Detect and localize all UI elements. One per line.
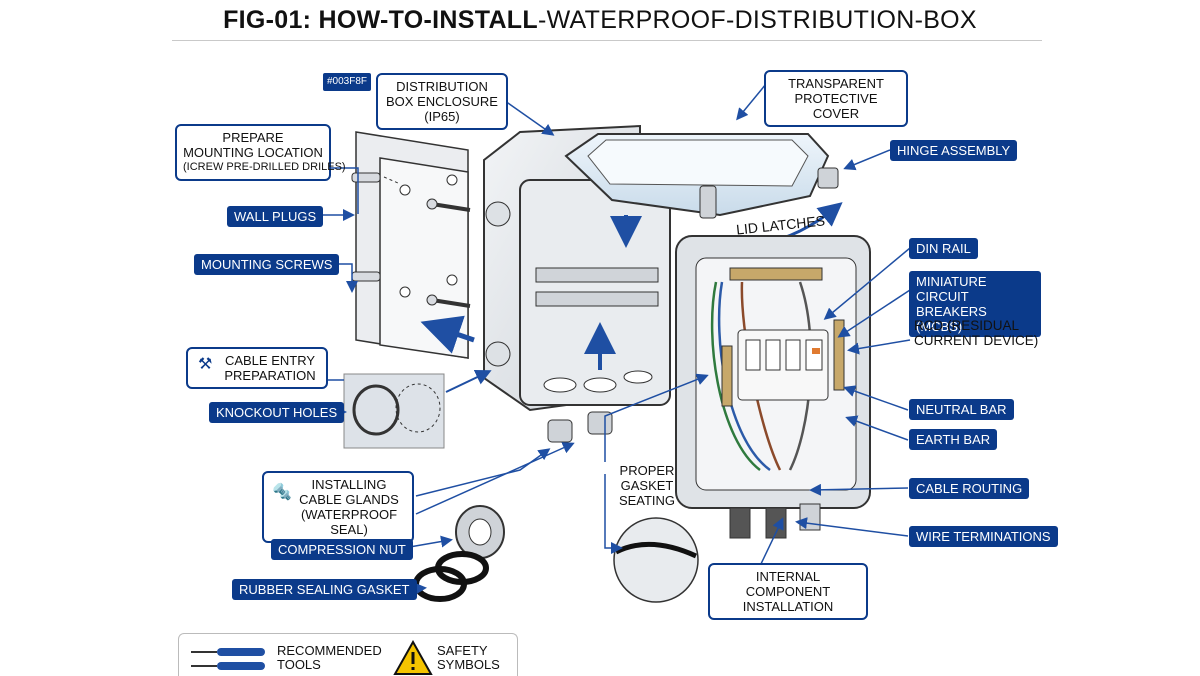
legend: RECOMMENDED TOOLS SAFETY SYMBOLS bbox=[178, 633, 518, 676]
callout-neutral-bar: NEUTRAL BAR bbox=[909, 399, 1014, 420]
callout-cover: TRANSPARENT PROTECTIVE COVER bbox=[764, 70, 908, 127]
callout-gasket-seating: PROPER GASKET SEATING bbox=[618, 463, 676, 508]
callout-mcb: MINIATURE CIRCUIT BREAKERS (MCBs) bbox=[909, 271, 1041, 337]
prepare-line1: PREPARE bbox=[222, 130, 284, 145]
title-regular: -WATERPROOF-DISTRIBUTION-BOX bbox=[537, 6, 977, 34]
callout-cable-routing: CABLE ROUTING bbox=[909, 478, 1030, 499]
legend-tools: RECOMMENDED TOOLS bbox=[277, 643, 382, 672]
screwdriver-icon: ⚒ bbox=[198, 356, 213, 373]
wall-plate bbox=[355, 131, 469, 359]
callout-compression-nut: COMPRESSION NUT bbox=[271, 539, 413, 560]
callout-rubber-gasket: RUBBER SEALING GASKET bbox=[232, 579, 417, 600]
callout-din-rail: DIN RAIL bbox=[909, 238, 978, 259]
transparent-lid bbox=[564, 133, 843, 247]
enclosure-body bbox=[483, 124, 671, 412]
glands-text: INSTALLING CABLE GLANDS (WATERPROOF SEAL… bbox=[299, 477, 399, 537]
cable-entry-text: CABLE ENTRY PREPARATION bbox=[224, 353, 316, 383]
callout-wall-plugs: WALL PLUGS bbox=[227, 206, 324, 227]
legend-safety: SAFETY SYMBOLS bbox=[437, 643, 500, 672]
callout-prepare-mounting: PREPARE MOUNTING LOCATION (ICREW PRE-DRI… bbox=[175, 124, 346, 181]
gland-exploded bbox=[413, 505, 505, 602]
callout-internal-install: INTERNAL COMPONENT INSTALLATION bbox=[708, 563, 868, 620]
hex-color-tag: #003F8F bbox=[323, 73, 371, 91]
knockout-inset bbox=[343, 373, 445, 449]
title-bold: FIG-01: HOW-TO-INSTALL bbox=[223, 6, 538, 34]
warning-icon bbox=[393, 640, 433, 675]
wall-plug-set bbox=[351, 172, 399, 282]
cable-gland-icon: 🔩 bbox=[272, 484, 292, 501]
callout-wire-terminations: WIRE TERMINATIONS bbox=[909, 526, 1058, 547]
callout-glands: 🔩 INSTALLING CABLE GLANDS (WATERPROOF SE… bbox=[262, 471, 414, 543]
callout-enclosure: DISTRIBUTION BOX ENCLOSURE (IP65) bbox=[376, 73, 508, 130]
screwdriver-tools-icon bbox=[191, 648, 265, 670]
open-panel bbox=[675, 235, 871, 539]
title-divider bbox=[172, 40, 1042, 41]
callout-knockout: KNOCKOUT HOLES bbox=[209, 402, 345, 423]
callout-cable-entry: ⚒ CABLE ENTRY PREPARATION bbox=[186, 347, 328, 389]
prepare-line3: (ICREW PRE-DRILLED DRILES) bbox=[183, 161, 346, 173]
callout-hinge: HINGE ASSEMBLY bbox=[890, 140, 1018, 161]
figure-title: FIG-01: HOW-TO-INSTALL-WATERPROOF-DISTRI… bbox=[0, 6, 1200, 35]
cable-glands bbox=[547, 411, 613, 443]
callout-rcd: RCD (RESIDUAL CURRENT DEVICE) bbox=[914, 318, 1039, 348]
callout-earth-bar: EARTH BAR bbox=[909, 429, 998, 450]
callout-mounting-screws: MOUNTING SCREWS bbox=[194, 254, 340, 275]
prepare-line2: MOUNTING LOCATION bbox=[183, 145, 323, 160]
gasket-inset bbox=[613, 517, 699, 603]
mounting-screw-set bbox=[426, 198, 471, 308]
